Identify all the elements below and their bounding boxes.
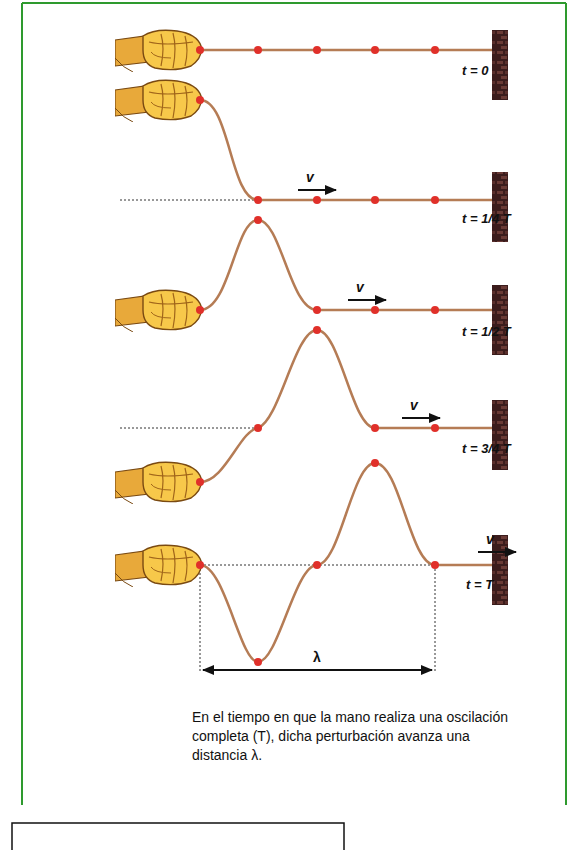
velocity-label: v (306, 170, 314, 185)
time-label: t = 1/4 T (462, 212, 511, 226)
time-label: t = 0 (462, 64, 488, 78)
velocity-label: v (356, 280, 364, 295)
wavelength-label: λ (311, 650, 323, 665)
caption: En el tiempo en que la mano realiza una … (192, 708, 527, 765)
time-label: t = 3/4 T (462, 442, 511, 456)
velocity-label: v (486, 532, 494, 547)
time-label: t = 1/2 T (462, 325, 511, 339)
velocity-label: v (410, 398, 418, 413)
time-label: t = T (466, 578, 493, 592)
